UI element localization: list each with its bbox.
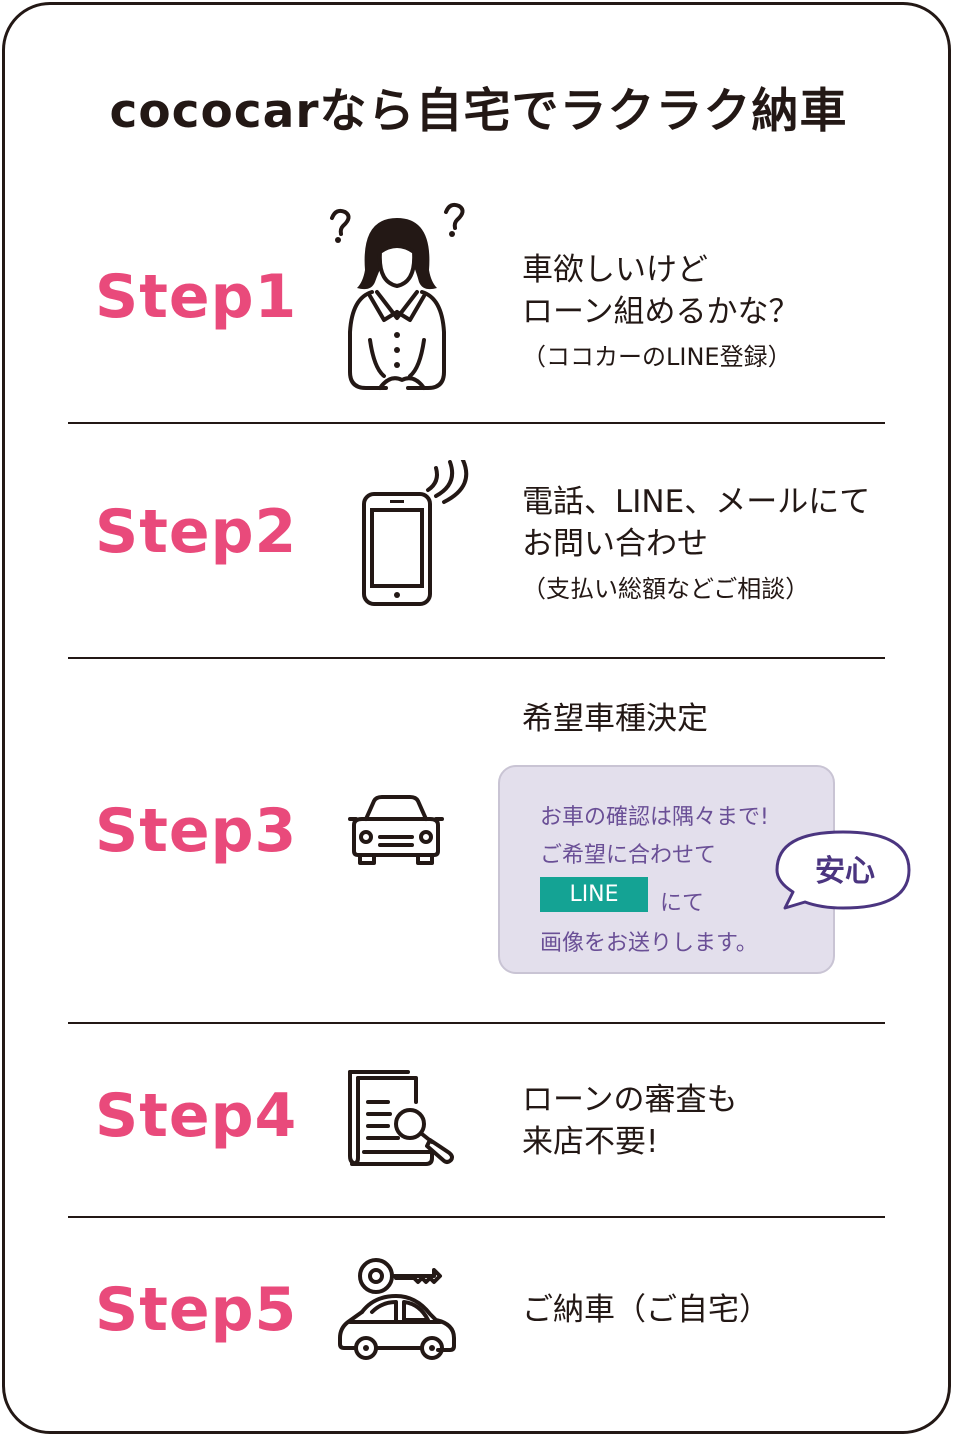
info-line: にて — [660, 891, 705, 916]
step5-text: ご納車（ご自宅） — [522, 1289, 770, 1331]
step3-text-line: 希望車種決定 — [522, 701, 708, 737]
page-title: cococarなら自宅でラクラク納車 — [109, 84, 848, 139]
step1-text-line: 車欲しいけど — [522, 252, 708, 288]
step4-text-line: ローンの審査も — [522, 1082, 738, 1118]
step2-text: 電話、LINE、メールにて お問い合わせ — [522, 481, 870, 565]
step1-note: （ココカーのLINE登録） — [522, 343, 792, 371]
step3-label: Step3 — [95, 796, 298, 866]
step4-text-line: 来店不要! — [522, 1124, 659, 1160]
bubble-text: 安心 — [815, 854, 875, 889]
document-search-icon — [348, 1070, 454, 1166]
step4-label: Step4 — [95, 1081, 298, 1151]
step2-text-line: 電話、LINE、メールにて — [522, 484, 871, 520]
divider — [68, 422, 885, 424]
step5-label: Step5 — [95, 1275, 298, 1345]
step2-note: （支払い総額などご相談） — [522, 575, 810, 603]
speech-bubble-icon — [775, 830, 911, 910]
step4-text: ローンの審査も 来店不要! — [522, 1079, 737, 1163]
step1-text-line: ローン組めるかな？ — [522, 294, 800, 330]
step3-text: 希望車種決定 — [522, 698, 708, 740]
worried-woman-icon — [330, 202, 465, 390]
step5-text-line: ご納車（ご自宅） — [522, 1292, 770, 1328]
divider — [68, 1216, 885, 1218]
step1-text: 車欲しいけど ローン組めるかな？ — [522, 249, 799, 333]
car-key-icon — [338, 1258, 456, 1360]
divider — [68, 657, 885, 659]
step2-text-line: お問い合わせ — [522, 526, 708, 562]
info-box: お車の確認は隅々まで! ご希望に合わせて LINE にて 画像をお送りします。 — [498, 765, 835, 974]
step2-label: Step2 — [95, 497, 298, 567]
step1-label: Step1 — [95, 262, 298, 332]
line-badge: LINE — [540, 877, 648, 912]
info-line: 画像をお送りします。 — [540, 931, 758, 956]
smartphone-icon — [362, 460, 469, 606]
car-icon — [348, 795, 444, 865]
info-line: ご希望に合わせて — [540, 843, 717, 868]
divider — [68, 1022, 885, 1024]
info-line: お車の確認は隅々まで! — [540, 805, 769, 830]
